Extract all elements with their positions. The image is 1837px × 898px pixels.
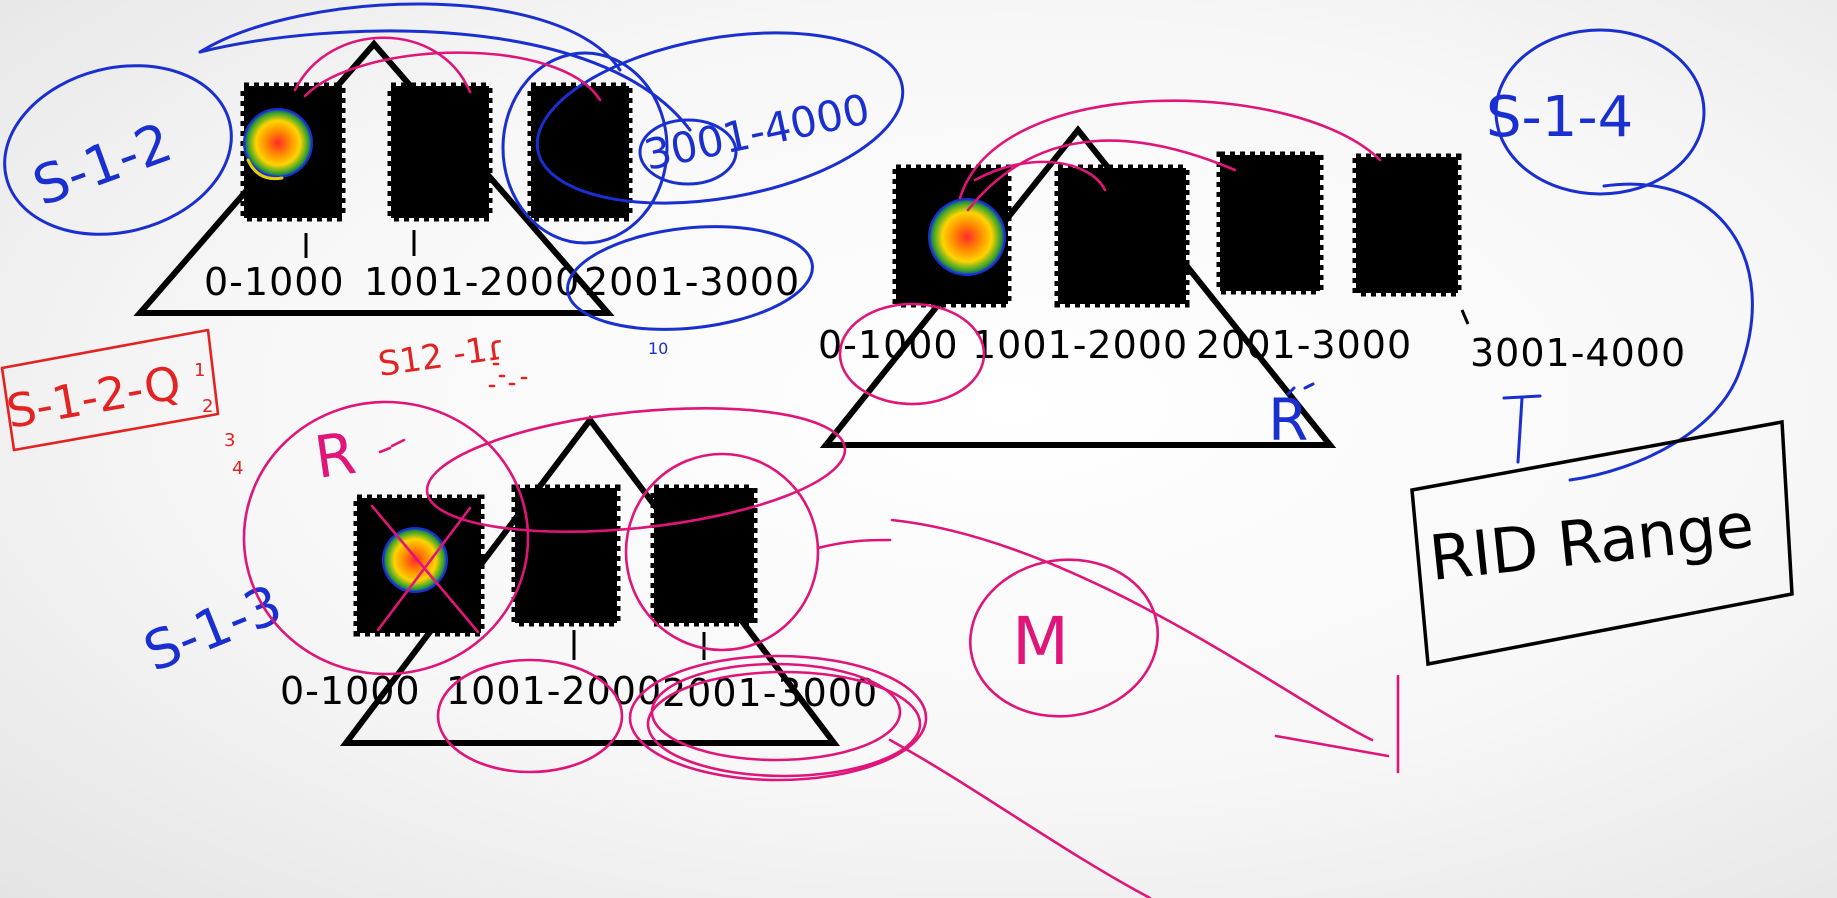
m-mark: M — [1012, 603, 1069, 680]
chip-s-1-4-2 — [1216, 151, 1324, 295]
s12-note: S12 -1ɾ — [376, 328, 508, 385]
chip-s-1-2-2 — [527, 82, 633, 222]
chip-s-1-2-1 — [387, 82, 493, 222]
red-note: 2 — [202, 396, 213, 417]
r-mark: R — [310, 419, 359, 492]
range-label: 1001-2000 — [972, 323, 1188, 367]
chip-s-1-4-3 — [1352, 153, 1462, 297]
chip-s-1-3-2 — [650, 484, 758, 627]
rid-range-box: RID Range — [1410, 419, 1794, 667]
range-label: 3001-4000 — [1470, 331, 1686, 375]
r-mark: R — [1268, 386, 1308, 454]
site-name-s-1-2: S-1-2 — [25, 110, 180, 218]
red-annotations: S-1-2-Q 1 2 3 4 S12 -1ɾ — [0, 328, 528, 479]
rid-range-label: RID Range — [1426, 488, 1757, 595]
site-s-1-3-diagram: 0-1000 1001-2000 2001-3000 S-1-3 R M — [135, 400, 1400, 898]
s-1-2-q-label: S-1-2-Q — [3, 355, 185, 439]
chip-s-1-3-1 — [511, 484, 621, 627]
site-name-s-1-3: S-1-3 — [135, 572, 290, 684]
red-note: 4 — [232, 458, 243, 479]
chip-s-1-4-1 — [1054, 164, 1190, 308]
range-label: 2001-3000 — [584, 260, 800, 304]
range-label: 1001-2000 — [446, 669, 662, 713]
active-orb-s-1-4 — [928, 198, 1006, 276]
range-label: 0-1000 — [818, 323, 959, 367]
range-label: 2001-3000 — [662, 671, 878, 715]
red-note: 3 — [224, 430, 235, 451]
site-s-1-4-diagram: 0-1000 1001-2000 2001-3000 3001-4000 R S… — [818, 28, 1754, 482]
range-label: 0-1000 — [280, 669, 421, 713]
range-label: 2001-3000 — [1196, 323, 1412, 367]
extra-range-s-1-2: 3001-4000 — [640, 84, 874, 180]
small-note: 10 — [648, 339, 668, 358]
site-s-1-2-diagram: 0-1000 1001-2000 2001-3000 S-1-2 3001-40… — [3, 2, 905, 358]
range-label: 0-1000 — [204, 260, 345, 304]
range-label: 1001-2000 — [364, 260, 580, 304]
site-name-s-1-4: S-1-4 — [1486, 85, 1633, 150]
red-note: 1 — [194, 360, 205, 381]
active-orb-s-1-2 — [243, 108, 313, 178]
